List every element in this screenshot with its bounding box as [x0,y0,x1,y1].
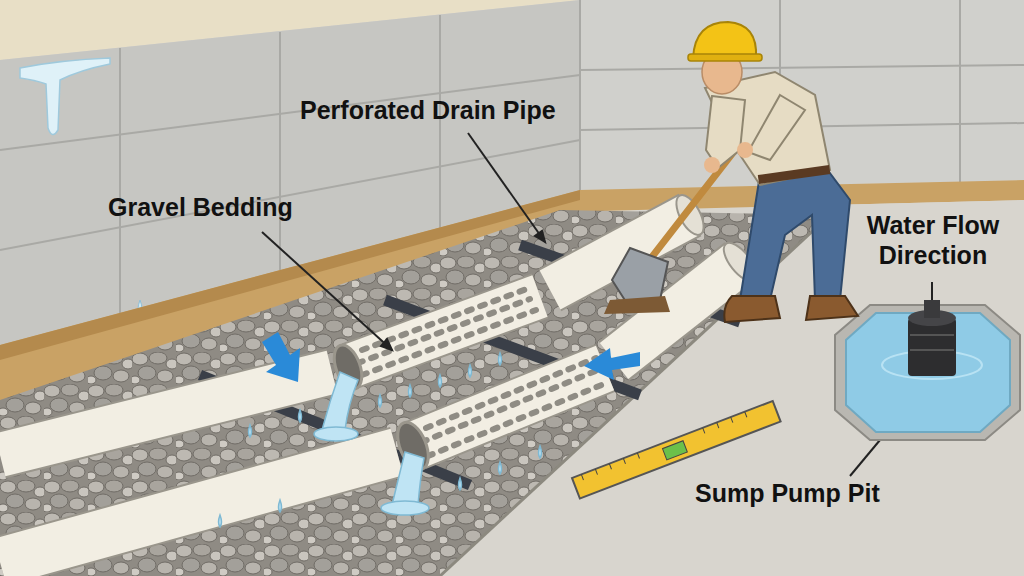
gravel-trench [0,210,830,576]
part-label: Gravel Bedding [108,192,293,222]
back-wall [580,0,1024,190]
sump-pit [835,300,1020,440]
part-label: Perforated Drain Pipe [300,95,556,125]
worker [604,22,858,322]
flow-arrow [584,348,640,380]
upper-pipe [0,191,709,455]
part-label: Water Flow Direction [848,210,1018,270]
leader-lines [262,133,932,476]
lower-pipe [0,238,762,562]
flow-arrow [262,332,300,382]
water-flow [219,353,542,527]
wall-leak [20,58,110,135]
part-label: Sump Pump Pit [695,478,880,508]
